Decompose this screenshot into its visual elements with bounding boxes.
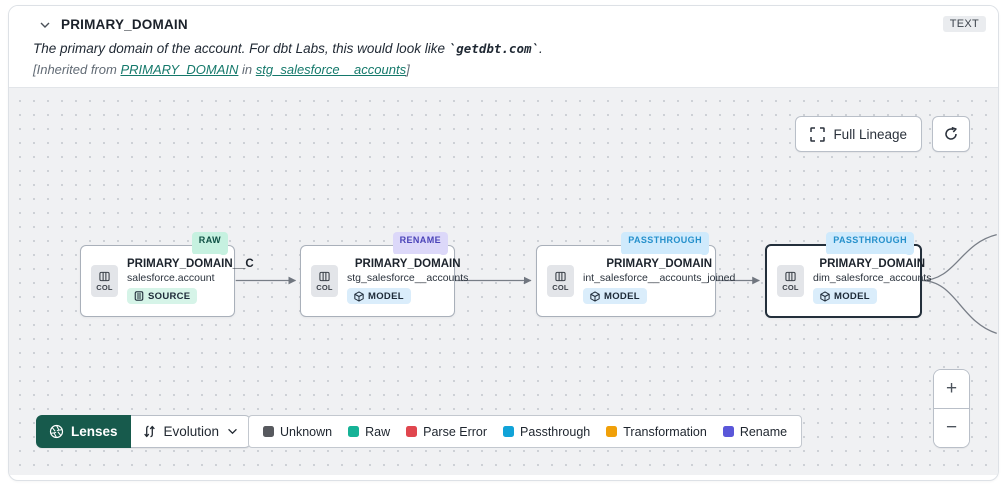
- column-type-chip: COL: [91, 265, 118, 297]
- source-icon: [134, 291, 144, 301]
- legend-item: Passthrough: [503, 425, 590, 439]
- column-header: PRIMARY_DOMAIN TEXT The primary domain o…: [9, 6, 998, 87]
- inherited-from-note: [Inherited from PRIMARY_DOMAIN in stg_sa…: [33, 62, 410, 77]
- lenses-label: Lenses: [71, 424, 118, 439]
- legend-item: Transformation: [606, 425, 707, 439]
- node-column-name: PRIMARY_DOMAIN: [606, 258, 712, 270]
- evolution-legend: Unknown Raw Parse Error Passthrough Tran…: [248, 415, 803, 448]
- lens-selected-label: Evolution: [163, 424, 220, 439]
- column-type-chip: COL: [547, 265, 574, 297]
- lineage-node-stg[interactable]: RENAME COL PRIMARY_DOMAIN stg_salesforce…: [300, 232, 468, 317]
- model-icon: [354, 290, 364, 302]
- expand-icon: [810, 126, 826, 142]
- node-model-name: dim_salesforce_accounts: [813, 272, 932, 284]
- lens-dropdown[interactable]: Evolution: [130, 415, 252, 448]
- node-model-name: stg_salesforce__accounts: [347, 272, 469, 284]
- evolution-icon: [143, 425, 155, 438]
- columns-icon: [785, 271, 796, 281]
- legend-swatch-rename: [722, 426, 734, 437]
- resource-type-pill: MODEL: [813, 288, 877, 304]
- column-type-chip: COL: [777, 265, 804, 297]
- columns-icon: [555, 271, 566, 281]
- resource-type-pill: MODEL: [347, 288, 411, 304]
- legend-item: Unknown: [263, 425, 332, 439]
- collapse-chevron-icon[interactable]: [39, 21, 51, 29]
- column-lineage-panel: PRIMARY_DOMAIN TEXT The primary domain o…: [8, 5, 999, 481]
- zoom-in-button[interactable]: +: [934, 370, 969, 408]
- node-model-name: int_salesforce__accounts_joined: [583, 272, 736, 284]
- legend-swatch-passthrough: [503, 426, 515, 437]
- legend-item: Rename: [722, 425, 787, 439]
- node-column-name: PRIMARY_DOMAIN__C: [127, 258, 254, 270]
- resource-type-pill: SOURCE: [127, 288, 198, 304]
- lineage-canvas[interactable]: Full Lineage RAW COL PRIMARY_DOMAIN__C s…: [9, 87, 998, 475]
- legend-item: Parse Error: [406, 425, 487, 439]
- lineage-node-source[interactable]: RAW COL PRIMARY_DOMAIN__C salesforce.acc…: [80, 232, 254, 317]
- column-type-badge: TEXT: [942, 16, 986, 32]
- inherited-model-link[interactable]: stg_salesforce__accounts: [255, 62, 407, 77]
- node-model-name: salesforce.account: [127, 272, 215, 284]
- chevron-down-icon: [228, 428, 237, 435]
- full-lineage-label: Full Lineage: [833, 126, 907, 142]
- lineage-node-dim-selected[interactable]: PASSTHROUGH COL PRIMARY_DOMAIN dim_sales…: [765, 232, 931, 318]
- model-icon: [820, 290, 830, 302]
- zoom-controls: + −: [933, 369, 970, 448]
- refresh-icon: [945, 126, 957, 140]
- column-title: PRIMARY_DOMAIN: [61, 17, 188, 32]
- evolution-badge: PASSTHROUGH: [826, 232, 914, 255]
- node-column-name: PRIMARY_DOMAIN: [819, 258, 926, 270]
- lenses-button[interactable]: Lenses: [36, 415, 131, 448]
- full-lineage-button[interactable]: Full Lineage: [795, 116, 922, 152]
- inline-code: `getdbt.com`: [448, 41, 540, 56]
- evolution-badge: PASSTHROUGH: [621, 232, 709, 255]
- evolution-badge: RAW: [191, 232, 228, 255]
- column-description: The primary domain of the account. For d…: [33, 41, 543, 56]
- legend-swatch-unknown: [263, 426, 274, 437]
- column-type-chip: COL: [311, 265, 338, 297]
- zoom-out-button[interactable]: −: [934, 409, 969, 447]
- inherited-column-link[interactable]: PRIMARY_DOMAIN: [120, 62, 239, 77]
- evolution-badge: RENAME: [392, 232, 448, 255]
- legend-swatch-raw: [348, 426, 360, 437]
- columns-icon: [319, 271, 330, 281]
- aperture-icon: [49, 424, 64, 439]
- refresh-button[interactable]: [932, 116, 970, 152]
- lens-controls: Lenses Evolution: [36, 415, 252, 448]
- legend-swatch-parse-error: [406, 426, 418, 437]
- node-column-name: PRIMARY_DOMAIN: [354, 258, 461, 270]
- columns-icon: [99, 271, 110, 281]
- legend-item: Raw: [348, 425, 390, 439]
- resource-type-pill: MODEL: [583, 288, 647, 304]
- lineage-node-int[interactable]: PASSTHROUGH COL PRIMARY_DOMAIN int_sales…: [536, 232, 735, 317]
- divider: [934, 408, 969, 409]
- model-icon: [590, 290, 600, 302]
- legend-swatch-transformation: [606, 426, 618, 437]
